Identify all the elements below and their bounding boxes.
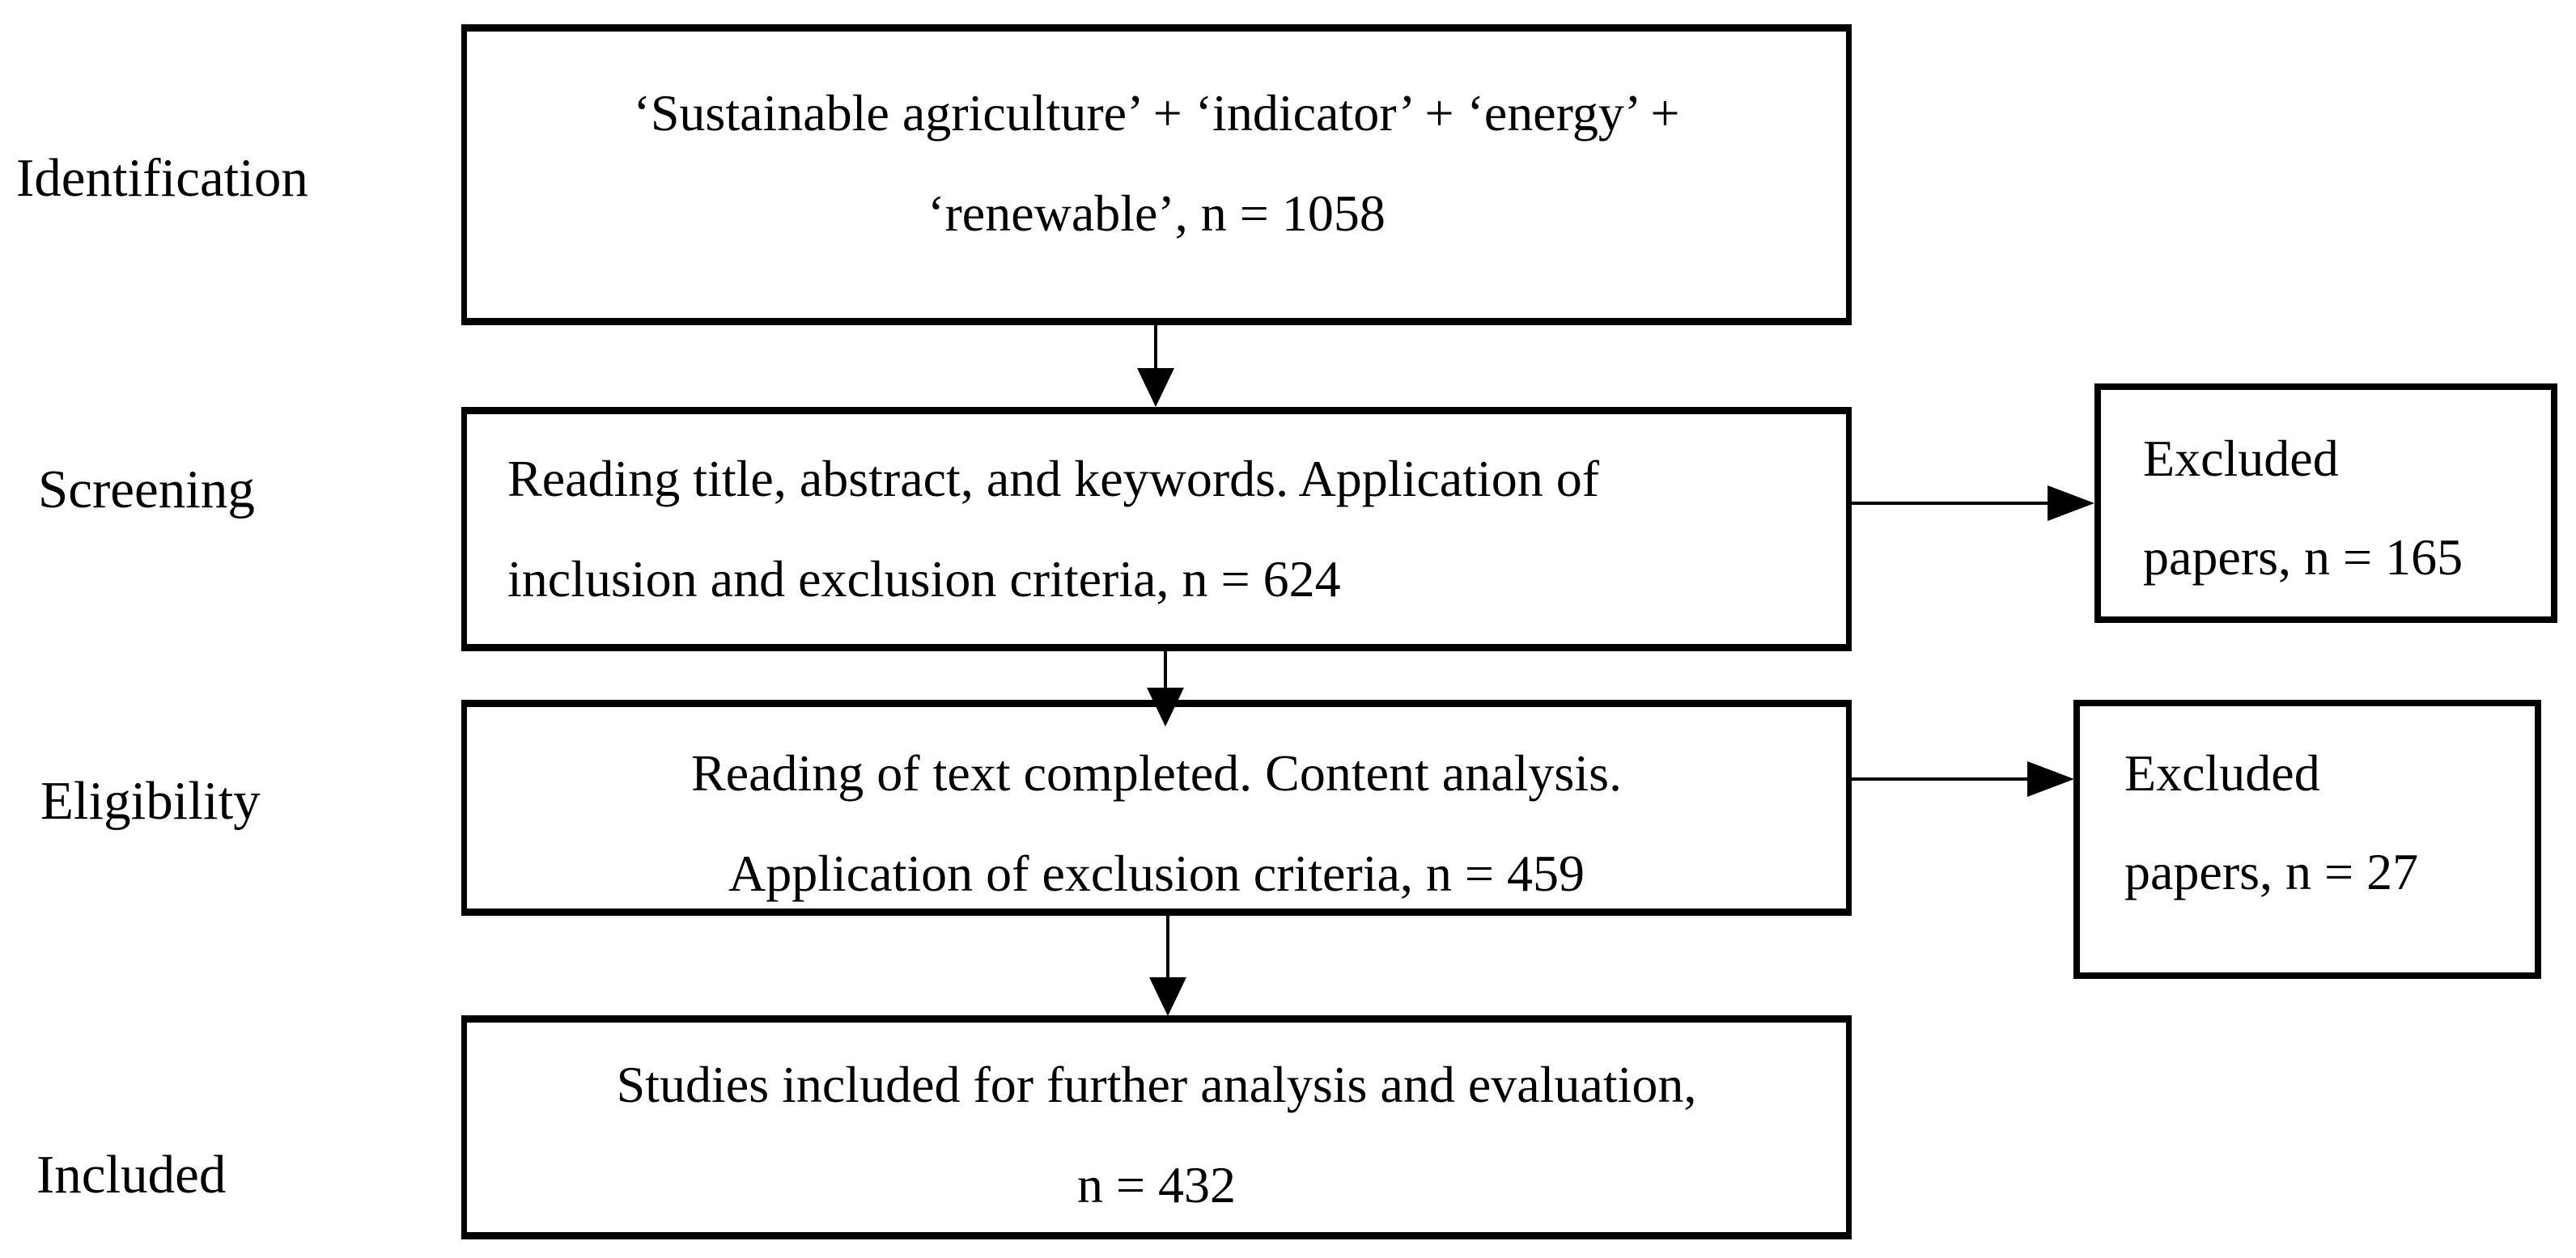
included-box: Studies included for further analysis an… <box>461 1015 1852 1239</box>
right-arrow-1-head-icon <box>2048 485 2094 521</box>
down-arrow-1-head-icon <box>1137 368 1174 407</box>
right-arrow-1-line <box>1852 502 2051 505</box>
down-arrow-2-line <box>1164 651 1167 692</box>
excluded-screening-box-line2: papers, n = 165 <box>2143 528 2464 586</box>
excluded-eligibility-box: Excluded papers, n = 27 <box>2073 700 2541 979</box>
excluded-screening-box: Excluded papers, n = 165 <box>2094 383 2557 623</box>
included-box-line1: Studies included for further analysis an… <box>616 1056 1697 1113</box>
stage-label-included: Included <box>36 1145 227 1205</box>
down-arrow-3-line <box>1166 916 1169 981</box>
excluded-eligibility-box-line1: Excluded <box>2124 744 2320 802</box>
stage-label-identification: Identification <box>16 148 308 208</box>
eligibility-box: Reading of text completed. Content analy… <box>461 700 1852 916</box>
screening-box: Reading title, abstract, and keywords. A… <box>461 407 1852 651</box>
down-arrow-2-head-icon <box>1147 688 1184 726</box>
stage-label-screening: Screening <box>38 460 255 519</box>
identification-box-line2: ‘renewable’, n = 1058 <box>927 184 1386 242</box>
excluded-screening-box-line1: Excluded <box>2143 430 2339 487</box>
stage-label-eligibility: Eligibility <box>40 771 261 831</box>
down-arrow-1-line <box>1154 325 1157 372</box>
screening-box-line2: inclusion and exclusion criteria, n = 62… <box>507 550 1341 608</box>
right-arrow-2-head-icon <box>2027 761 2074 797</box>
included-box-line2: n = 432 <box>1076 1156 1237 1214</box>
identification-box: ‘Sustainable agriculture’ + ‘indicator’ … <box>461 24 1852 325</box>
eligibility-box-line2: Application of exclusion criteria, n = 4… <box>728 845 1585 902</box>
identification-box-line1: ‘Sustainable agriculture’ + ‘indicator’ … <box>633 84 1680 142</box>
right-arrow-2-line <box>1852 777 2031 781</box>
down-arrow-3-head-icon <box>1149 977 1186 1016</box>
excluded-eligibility-box-line2: papers, n = 27 <box>2124 843 2419 900</box>
eligibility-box-line1: Reading of text completed. Content analy… <box>691 744 1622 802</box>
screening-box-line1: Reading title, abstract, and keywords. A… <box>507 450 1599 507</box>
